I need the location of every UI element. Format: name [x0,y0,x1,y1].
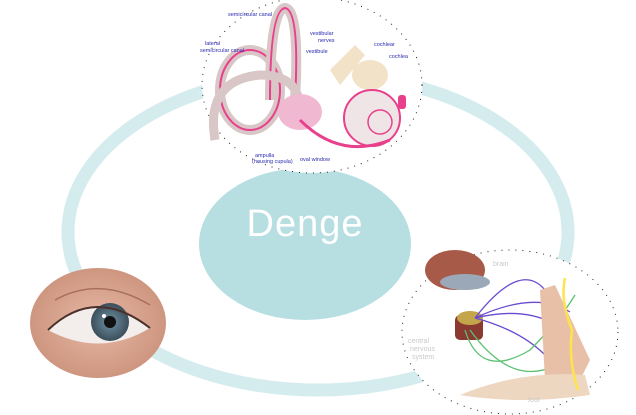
svg-text:lateral: lateral [205,41,220,47]
svg-text:oval window: oval window [300,157,330,163]
svg-text:nerves: nerves [318,38,335,44]
svg-text:ampulla: ampulla [255,153,275,159]
nervous-system-image: brain central nervous system foot [401,249,619,415]
svg-text:brain: brain [493,261,509,268]
svg-text:semicircular canal: semicircular canal [228,12,272,18]
center-ellipse [199,168,411,320]
svg-text:vestibule: vestibule [306,49,328,55]
svg-text:semicircular canal: semicircular canal [200,48,244,54]
svg-text:system: system [412,354,434,361]
svg-text:(housing cupula): (housing cupula) [252,159,293,165]
center-label: Denge [246,203,364,245]
inner-ear-image: semicircular canal lateral semicircular … [200,0,423,174]
svg-text:foot: foot [528,397,540,404]
svg-text:vestibular: vestibular [310,31,334,37]
svg-text:nervous: nervous [410,346,435,353]
eye-image [30,268,166,378]
svg-text:cochlear: cochlear [374,42,395,48]
svg-text:central: central [408,338,429,345]
svg-text:cochlea: cochlea [389,54,409,60]
